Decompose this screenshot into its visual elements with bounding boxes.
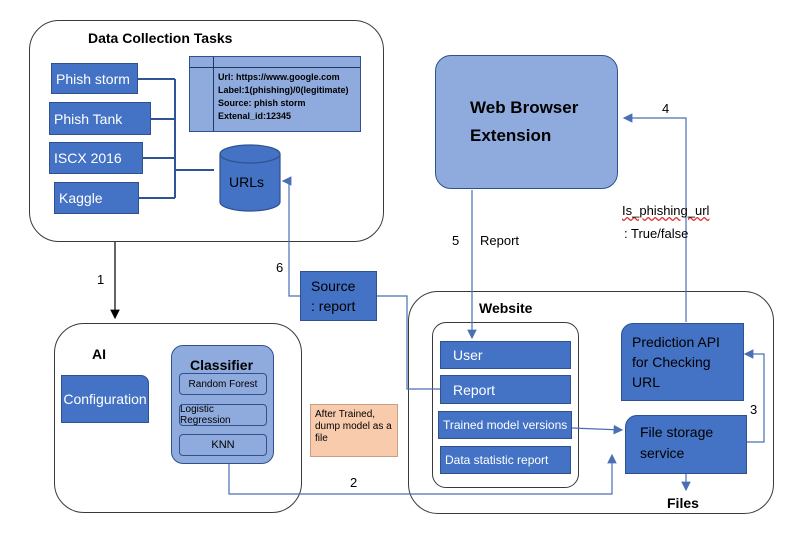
- website-item-trained-models: Trained model versions: [438, 411, 572, 439]
- dump-model-note: After Trained, dump model as a file: [310, 404, 398, 457]
- label-5: 5: [452, 233, 460, 248]
- ai-title: AI: [92, 346, 106, 362]
- website-item-data-statistic: Data statistic report: [440, 446, 571, 474]
- web-browser-extension: Web Browser Extension: [435, 55, 618, 189]
- label-6: 6: [276, 260, 284, 275]
- website-item-report: Report: [440, 375, 571, 404]
- label-4: 4: [662, 101, 670, 116]
- model-random-forest: Random Forest: [179, 373, 267, 395]
- label-is-phishing-url: Is_phishing_url: [622, 203, 710, 218]
- source-report-box: Source : report: [300, 271, 377, 321]
- source-report-line1: Source: [311, 278, 356, 294]
- model-knn: KNN: [179, 434, 267, 456]
- classifier-title: Classifier: [190, 357, 254, 373]
- browser-extension-line1: Web Browser: [470, 98, 579, 117]
- browser-extension-line2: Extension: [470, 126, 552, 145]
- label-true-false: : True/false: [624, 226, 689, 241]
- website-item-user: User: [440, 341, 571, 369]
- label-3: 3: [750, 402, 758, 417]
- urls-label: URLs: [229, 174, 265, 190]
- sample-id: Extenal_id:12345: [218, 111, 292, 121]
- sample-source: Source: phish storm: [218, 98, 306, 108]
- configuration-box: Configuration: [61, 375, 149, 423]
- source-kaggle: Kaggle: [54, 182, 139, 214]
- label-report: Report: [480, 233, 520, 248]
- data-collection-title: Data Collection Tasks: [88, 30, 233, 46]
- label-2: 2: [350, 475, 358, 490]
- file-storage-box: File storage service: [625, 415, 747, 474]
- prediction-api-box: Prediction API for Checking URL: [621, 323, 744, 401]
- sample-record-table: Url: https://www.google.com Label:1(phis…: [189, 56, 361, 132]
- sample-url: Url: https://www.google.com: [218, 72, 340, 82]
- website-title: Website: [479, 300, 533, 316]
- model-logistic-regression: Logistic Regression: [179, 404, 267, 426]
- source-iscx-2016: ISCX 2016: [49, 142, 143, 174]
- urls-database-icon: [219, 144, 281, 212]
- files-label: Files: [667, 495, 699, 511]
- source-phish-storm: Phish storm: [51, 63, 138, 94]
- source-report-line2: : report: [311, 298, 356, 314]
- label-1: 1: [97, 272, 105, 287]
- source-phish-tank: Phish Tank: [49, 102, 151, 135]
- sample-label: Label:1(phishing)/0(legitimate): [218, 85, 349, 95]
